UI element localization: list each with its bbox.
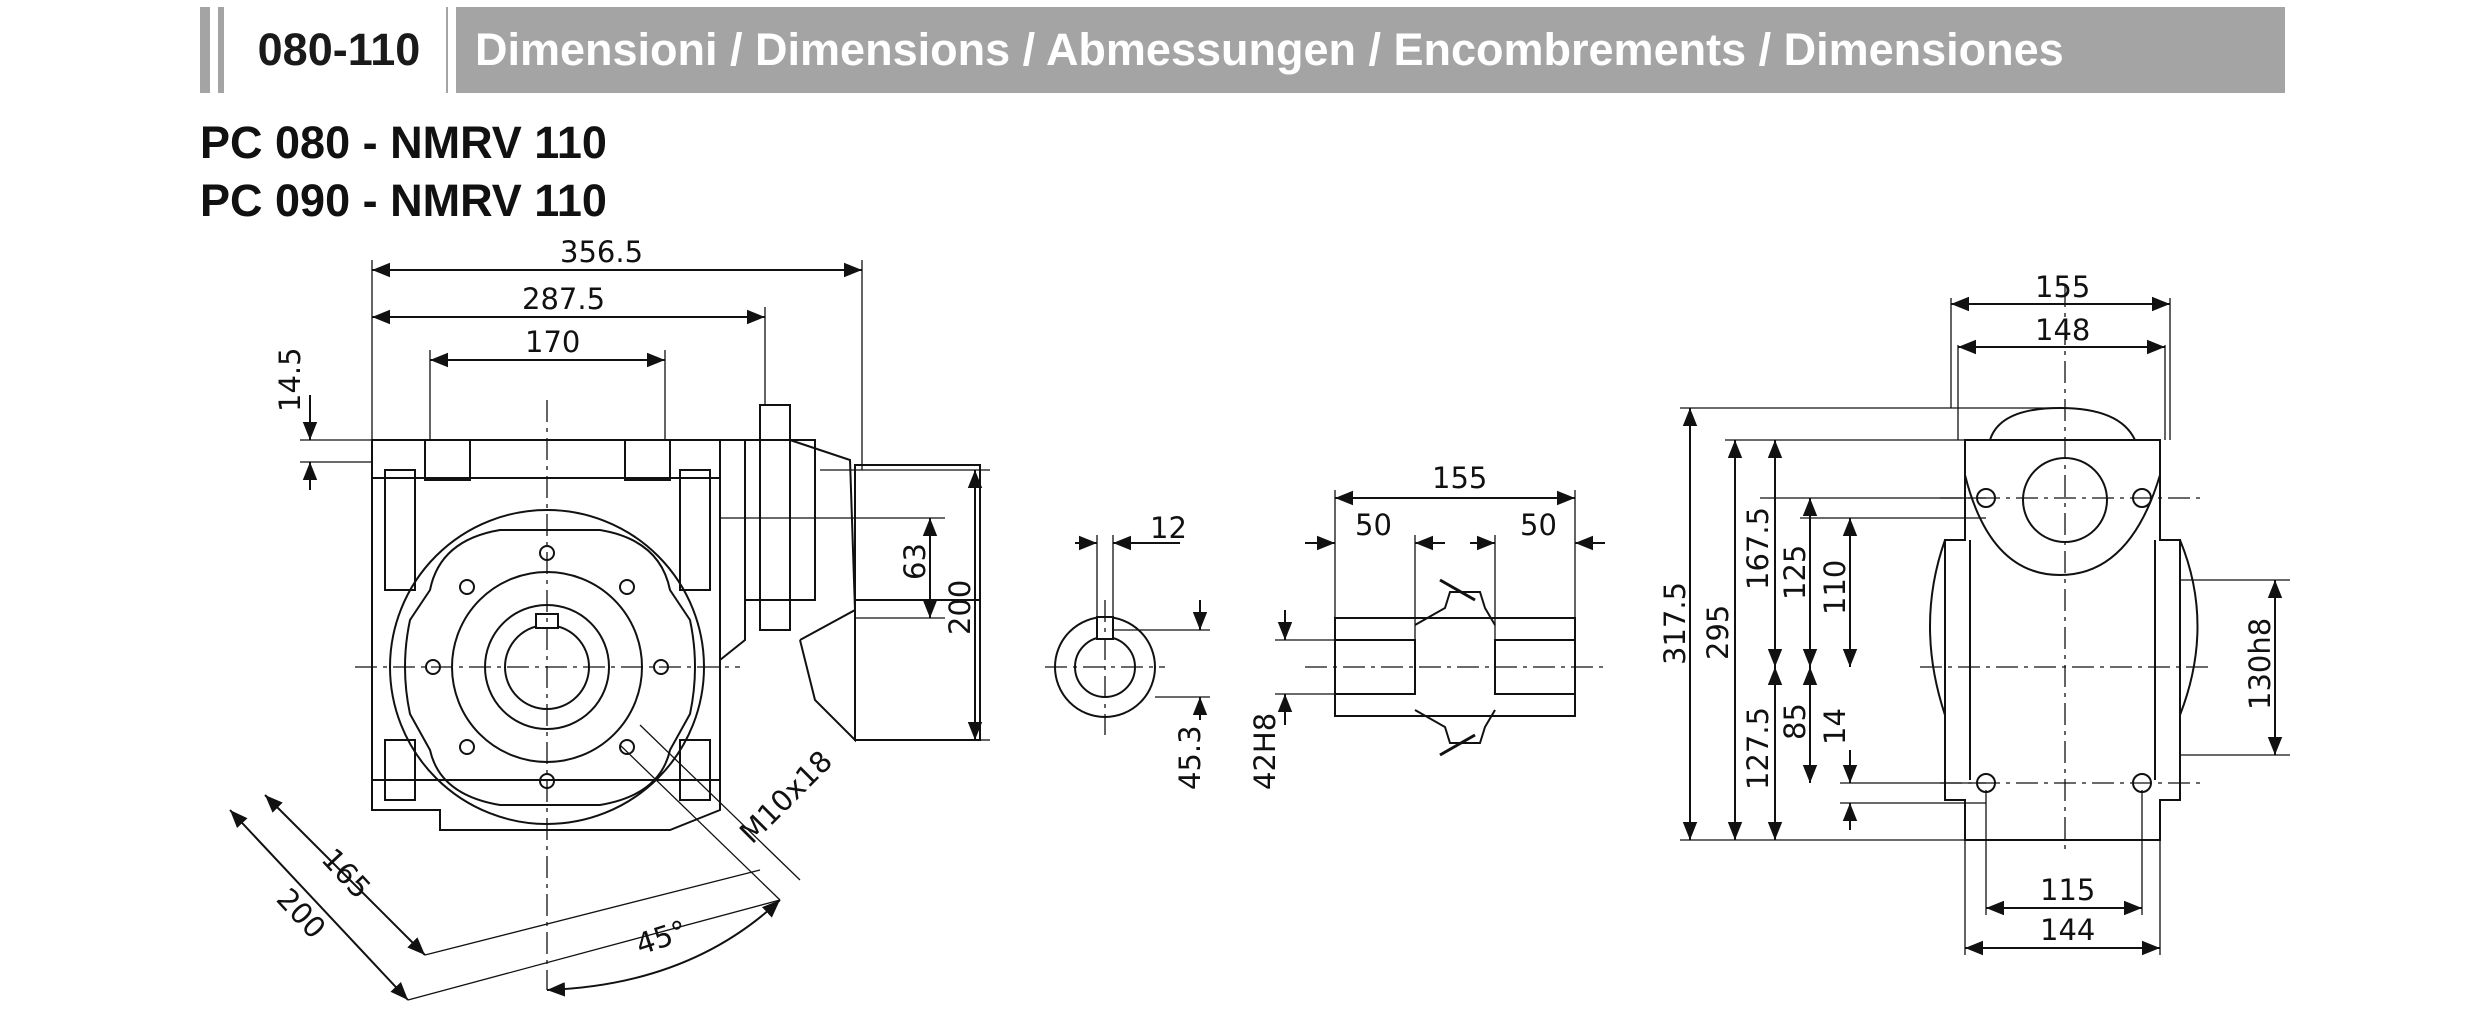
holes-spacing-label: 115 <box>2040 873 2095 907</box>
header-stripe <box>224 7 232 93</box>
center-to-bottom-hole-label: 85 <box>1778 703 1812 740</box>
shaft-key-view <box>1045 535 1210 735</box>
header-bar <box>200 7 2285 93</box>
front-view <box>229 260 990 1001</box>
model-line-1: PC 080 - NMRV 110 <box>200 117 607 168</box>
dim-bolt-circle-label: 165 <box>315 842 378 906</box>
header-stripe <box>210 7 218 93</box>
size-code: 080-110 <box>232 7 446 93</box>
model-line-2: PC 090 - NMRV 110 <box>200 175 607 226</box>
foot-thickness-label: 14 <box>1818 708 1852 745</box>
dim-flange-diameter-label: 200 <box>270 882 333 946</box>
upper-height-label: 167.5 <box>1741 507 1775 590</box>
dim-input-offset-label: 63 <box>898 543 932 580</box>
thread-label: M10x18 <box>733 744 839 850</box>
hollow-shaft-view <box>1275 490 1605 757</box>
center-to-top-hole-label: 110 <box>1818 560 1852 615</box>
side-view <box>1680 285 2290 956</box>
hollow-length-label: 155 <box>1432 461 1487 495</box>
dim-base-holes-label: 170 <box>525 325 580 359</box>
upper-holes-label: 125 <box>1778 545 1812 600</box>
dim-input-flange-label: 200 <box>943 580 977 635</box>
left-seat-label: 50 <box>1355 508 1392 542</box>
dim-overall-label: 356.5 <box>560 235 643 269</box>
key-depth-label: 45.3 <box>1173 725 1207 790</box>
base-width-label: 144 <box>2040 913 2095 947</box>
bore-label: 42H8 <box>1248 713 1282 790</box>
side-width-overall-label: 155 <box>2035 270 2090 304</box>
pilot-label: 130h8 <box>2243 618 2277 710</box>
key-width-label: 12 <box>1150 511 1187 545</box>
height-body-label: 295 <box>1701 605 1735 660</box>
side-width-inner-label: 148 <box>2035 313 2090 347</box>
page-title: Dimensioni / Dimensions / Abmessungen / … <box>475 24 2064 75</box>
lower-height-label: 127.5 <box>1741 707 1775 790</box>
height-total-label: 317.5 <box>1658 582 1692 665</box>
dim-to-flange-label: 287.5 <box>522 282 605 316</box>
angle-label: 45° <box>632 913 691 961</box>
header-stripe <box>448 7 456 93</box>
dim-foot-label: 14.5 <box>273 347 307 412</box>
right-seat-label: 50 <box>1520 508 1557 542</box>
